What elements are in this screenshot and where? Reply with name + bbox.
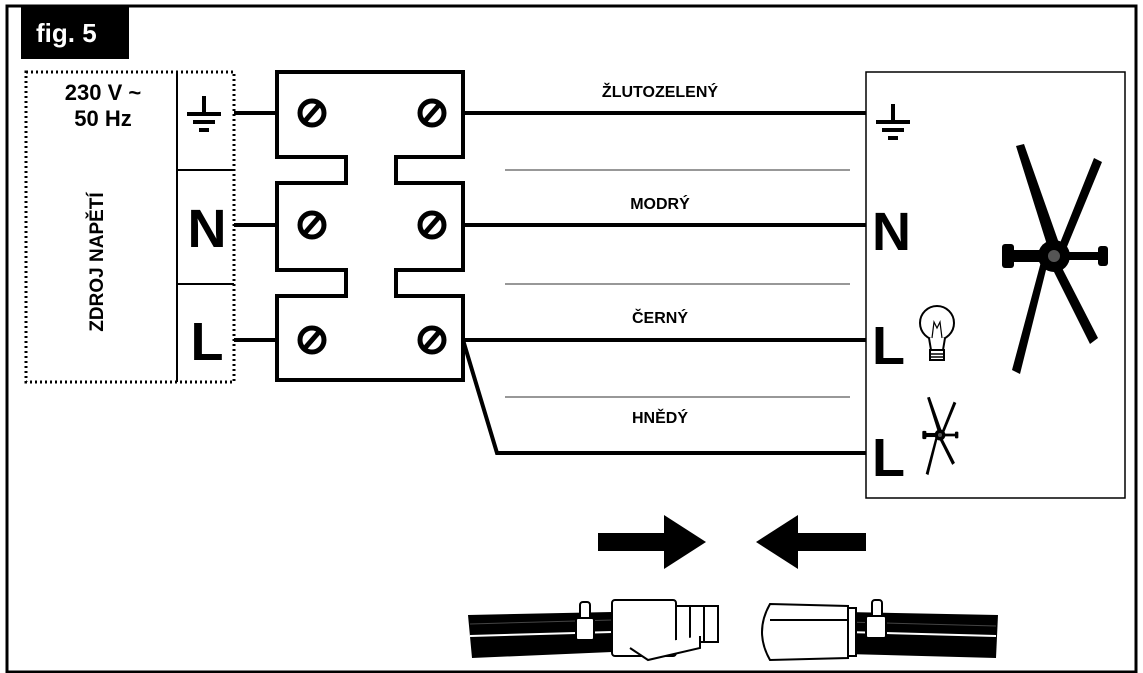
earth-icon (185, 94, 223, 132)
connector-socket-icon (761, 599, 998, 662)
arrow-right-icon (598, 515, 706, 569)
power-source-caption: ZDROJ NAPĚTÍ (86, 192, 108, 332)
fan-live-fan-terminal: L (872, 428, 905, 488)
terminal-block (275, 70, 465, 382)
light-bulb-icon (919, 305, 955, 361)
figure-label: fig. 5 (36, 18, 97, 48)
screw-icon (420, 101, 444, 125)
fan-connection-box: N L L (865, 71, 1126, 499)
screw-icon (420, 213, 444, 237)
screw-icon (420, 328, 444, 352)
wire-label-live-light: ČERNÝ (632, 308, 688, 327)
live-fan-wire (461, 339, 866, 455)
frequency-label: 50 Hz (74, 106, 131, 131)
connector-plug-icon (468, 599, 719, 662)
screw-icon (300, 328, 324, 352)
voltage-label: 230 V ~ (65, 80, 142, 105)
source-neutral-terminal: N (188, 199, 227, 259)
fan-live-light-terminal: L (872, 316, 905, 376)
screw-icon (300, 213, 324, 237)
fan-neutral-terminal: N (872, 202, 911, 262)
figure-label-bg (21, 7, 129, 59)
arrow-left-icon (756, 515, 866, 569)
wire-label-earth: ŽLUTOZELENÝ (602, 82, 718, 101)
power-source: 230 V ~ 50 Hz ZDROJ NAPĚTÍ N L (24, 70, 236, 384)
wire-label-live-fan: HNĚDÝ (632, 408, 688, 427)
wire-label-neutral: MODRÝ (630, 194, 690, 213)
screw-icon (300, 101, 324, 125)
figure-frame (5, 4, 1138, 673)
source-live-terminal: L (191, 312, 224, 372)
